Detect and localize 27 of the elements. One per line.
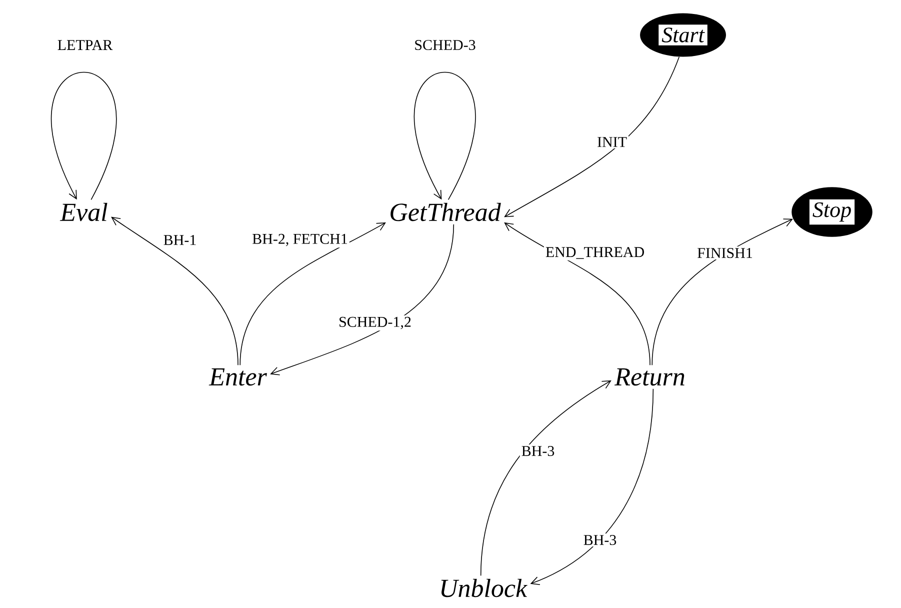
arrow — [480, 380, 612, 576]
arrow — [504, 56, 680, 218]
arrow — [51, 72, 116, 200]
arrow — [414, 72, 476, 200]
arrow — [652, 218, 793, 366]
edge-label: LETPAR — [56, 38, 114, 52]
arrow — [530, 388, 654, 585]
edge-label: SCHED-1,2 — [337, 315, 413, 331]
edge-label: BH-2, FETCH1 — [250, 232, 350, 248]
state-oval: Start — [640, 13, 726, 57]
edge-label: END_THREAD — [544, 246, 646, 260]
arrow — [270, 224, 454, 376]
state-label: Enter — [208, 368, 267, 386]
state-label: Eval — [60, 202, 108, 222]
arrow — [240, 222, 386, 366]
edge-label: BH-3 — [582, 533, 618, 547]
state-label: Return — [614, 368, 684, 386]
edge-label: BH-1 — [162, 234, 198, 246]
edge-label: INIT — [596, 136, 628, 148]
edge-label: FINISH1 — [696, 246, 754, 260]
state-label: GetThread — [390, 202, 501, 222]
arrow — [111, 216, 238, 366]
state-oval: Stop — [792, 187, 872, 237]
edge-label: BH-3 — [520, 444, 556, 458]
arrow — [504, 222, 650, 366]
edge-label: SCHED-3 — [412, 38, 478, 52]
state-label: Unblock — [441, 578, 528, 598]
